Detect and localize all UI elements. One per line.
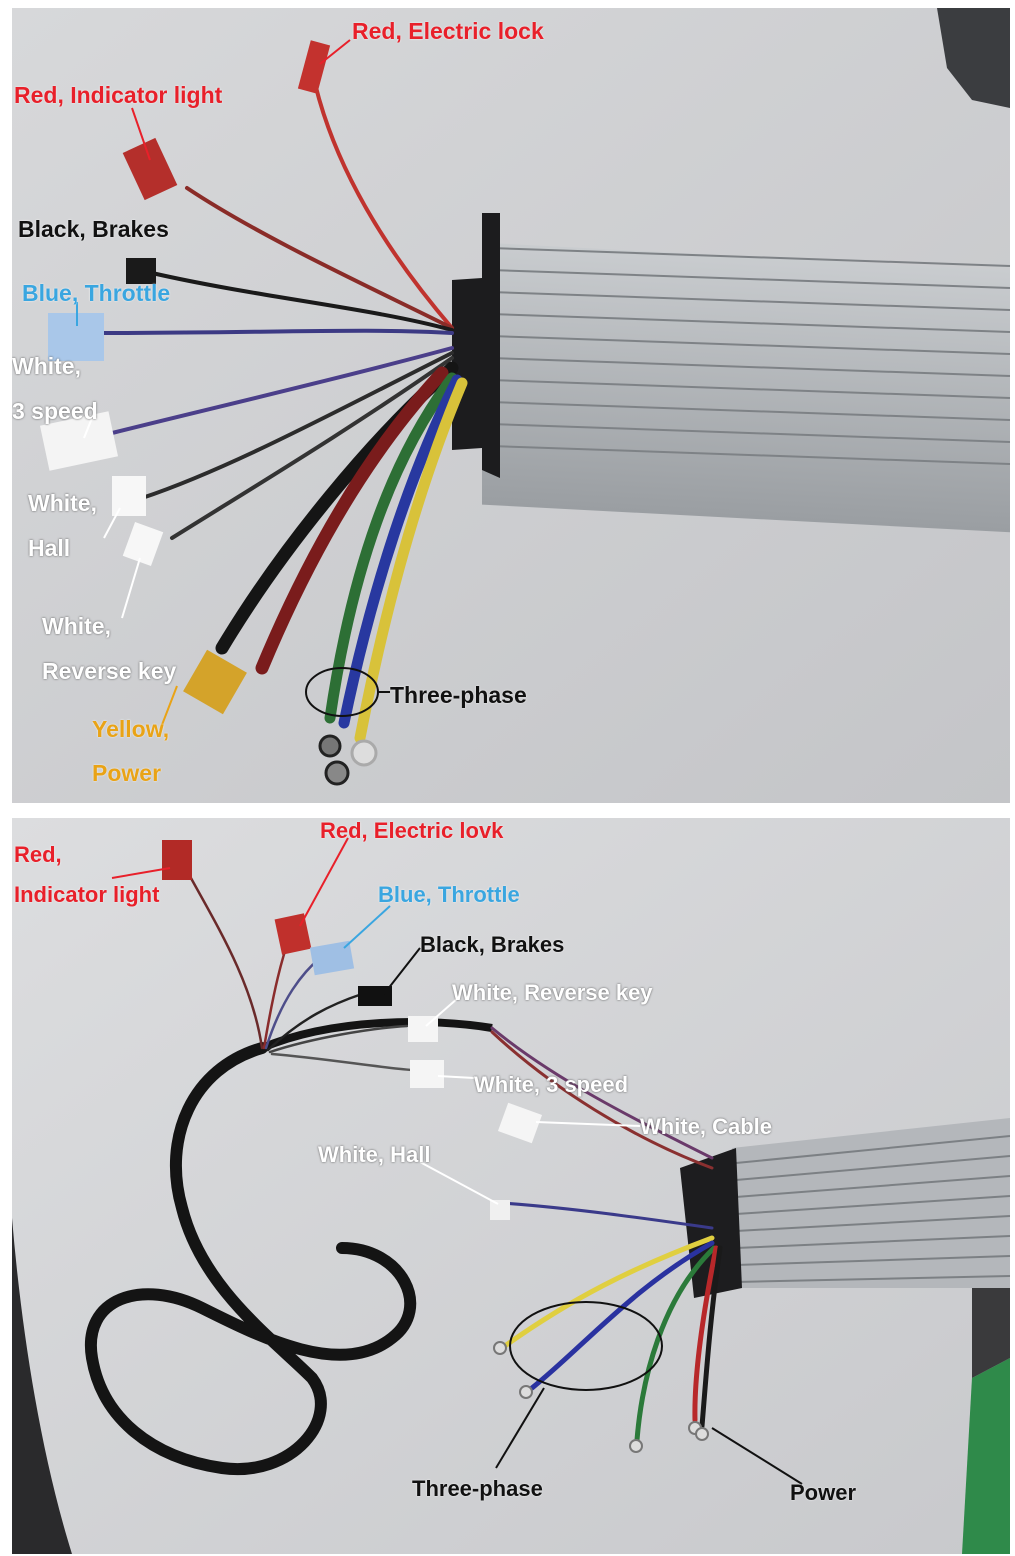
bottom-photo-illustration [12, 818, 1010, 1554]
label-indicator-light-line2: Indicator light [14, 882, 160, 907]
label-power-line2: Power [92, 760, 162, 786]
label-reverse-key-line1: White, [42, 613, 111, 639]
electric-lock-connector [297, 40, 331, 94]
label-hall-line2: Hall [28, 535, 71, 561]
indicator-light-connector [162, 840, 192, 880]
label-power: Power [790, 1480, 857, 1505]
brakes-connector [358, 986, 392, 1006]
bottom-photo-panel: Red, Indicator light Red, Electric lovk … [12, 818, 1010, 1554]
dark-object [937, 8, 1010, 108]
hall-connector [112, 476, 146, 516]
label-reverse-key-line2: Reverse key [42, 658, 177, 684]
green-board [962, 1358, 1010, 1554]
bottom-pointer-lines [111, 837, 803, 1485]
reverse-key-connector [122, 521, 164, 567]
three-speed-connector [410, 1060, 444, 1088]
label-hall-line1: White, [28, 490, 97, 516]
brakes-connector [126, 258, 156, 284]
label-indicator-light: Red, Indicator light [14, 82, 223, 108]
label-three-phase: Three-phase [390, 682, 527, 708]
top-pointer-lines [76, 39, 390, 731]
harness-cable [260, 1018, 493, 1052]
three-speed-connector [39, 411, 119, 471]
label-electric-lock: Red, Electric lock [352, 18, 544, 44]
label-brakes: Black, Brakes [420, 932, 565, 957]
cable-connector [497, 1102, 543, 1144]
hall-connector [490, 1200, 510, 1220]
throttle-connector [309, 940, 355, 976]
top-photo-illustration [12, 8, 1010, 803]
label-cable: White, Cable [640, 1114, 773, 1139]
label-reverse-key: White, Reverse key [452, 980, 653, 1005]
power-connector [183, 649, 247, 715]
label-electric-lock: Red, Electric lovk [320, 818, 504, 843]
controller-heatsink [680, 1118, 1010, 1298]
indicator-light-connector [122, 137, 178, 201]
label-three-speed: White, 3 speed [474, 1072, 629, 1097]
label-indicator-light-line1: Red, [14, 842, 62, 867]
label-hall: White, Hall [318, 1142, 431, 1167]
label-brakes: Black, Brakes [18, 216, 169, 242]
top-photo-panel: Red, Electric lock Red, Indicator light … [12, 8, 1010, 803]
three-phase-terminals [318, 734, 378, 786]
label-three-phase: Three-phase [412, 1476, 543, 1501]
terminals [493, 1341, 709, 1453]
label-power-line1: Yellow, [92, 716, 170, 742]
dark-object-left [12, 1218, 72, 1554]
label-three-speed-line2: 3 speed [12, 398, 98, 424]
label-three-speed-line1: White, [12, 353, 81, 379]
harness-cable-loop [84, 1042, 417, 1476]
controller-heatsink [452, 213, 1010, 533]
label-throttle: Blue, Throttle [22, 280, 171, 306]
label-throttle: Blue, Throttle [378, 882, 520, 907]
